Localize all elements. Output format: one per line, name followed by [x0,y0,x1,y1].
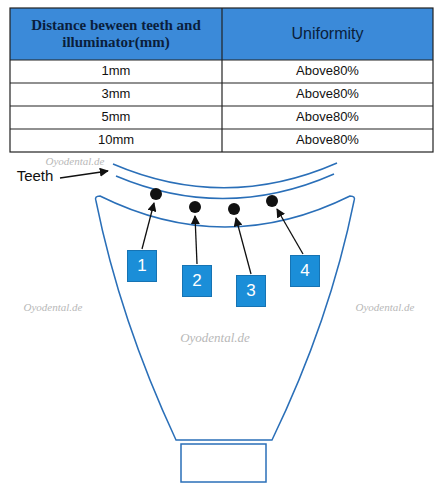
table-cell: 5mm [12,107,220,128]
watermark: Oyodental.de [340,300,430,314]
callout-box: 1 [127,250,157,282]
leader-arrows [142,203,303,274]
illuminator-outline [96,196,355,440]
callout-number: 4 [300,261,309,281]
table-cell: Above80% [224,107,431,128]
callout-box: 4 [290,255,320,287]
watermark: Oyodental.de [165,330,265,346]
table-cell: Above80% [224,84,431,105]
callout-number: 3 [246,281,255,301]
watermark: Oyodental.de [8,300,98,314]
table-cell: 10mm [12,130,220,151]
part-name: Teeth [10,165,60,187]
table-cell: 3mm [12,84,220,105]
table-cell: 1mm [12,61,220,82]
light-dots [150,188,278,215]
table-cell: Above80% [224,61,431,82]
table-header-cell: Uniformity [224,9,431,59]
callout-box: 2 [182,265,212,297]
teeth-pointer [60,171,108,178]
table-grid [10,8,433,152]
table-cell: Above80% [224,130,431,151]
callout-number: 1 [137,256,146,276]
watermark: Oyodental.de [30,154,120,168]
table-header-cell: Distance beween teeth and illuminator(mm… [12,9,220,59]
teeth-curve [113,163,337,199]
callout-number: 2 [192,271,201,291]
callout-box: 3 [236,275,266,307]
illuminator-handle [181,444,266,482]
